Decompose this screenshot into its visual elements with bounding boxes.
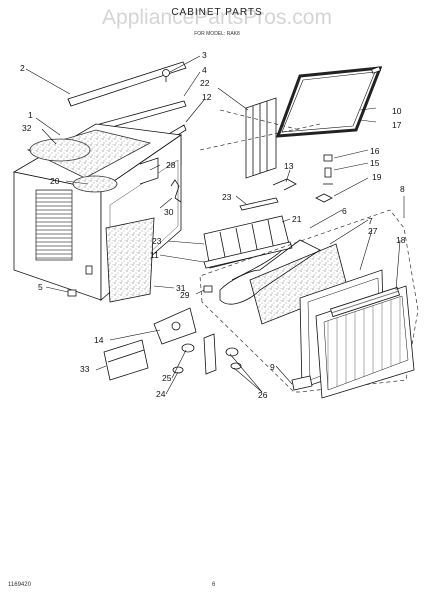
part-bar-23-upper [239,197,279,211]
part-knob-25 [181,343,195,353]
callout-10: 10 [392,106,402,116]
part-clip-19 [315,193,333,203]
callout-24: 24 [156,389,166,399]
callout-31: 31 [176,283,186,293]
leader-lines [25,55,405,395]
part-control-bracket [153,307,197,345]
watermark: AppliancePartsPros.com [102,6,332,29]
part-screw-5 [67,289,77,297]
part-air-baffle [203,215,293,269]
callout-6: 6 [342,206,347,216]
part-screw-15 [323,167,333,185]
part-filter-pad [29,138,91,162]
callout-17: 17 [392,120,402,130]
part-top-rail [67,61,187,107]
callout-23-upper: 23 [222,192,232,202]
callout-32: 32 [22,123,32,133]
part-bracket-28 [139,157,159,185]
part-side-grille [105,217,155,303]
callout-12: 12 [202,92,212,102]
callout-19: 19 [372,172,382,182]
callout-5: 5 [38,282,43,292]
part-filter-frame [219,239,321,305]
callout-11: 11 [150,250,159,260]
callout-2: 2 [20,63,25,73]
part-curtain-frame [275,66,383,138]
callout-16: 16 [370,146,380,156]
callout-1: 1 [28,110,33,120]
callout-27: 27 [368,226,378,236]
callout-23-lower: 23 [152,236,162,246]
part-screw-16 [323,154,333,162]
callout-14: 14 [94,335,104,345]
page-number: 6 [212,582,216,588]
callout-26: 26 [258,390,268,400]
callout-8: 8 [400,184,405,194]
part-side-curtain [245,97,277,179]
callout-22: 22 [200,78,210,88]
callout-28: 28 [166,160,176,170]
part-bracket-13 [272,178,297,191]
diagram-title: CABINET PARTS [171,7,263,18]
callout-25: 25 [162,373,172,383]
callout-3: 3 [202,50,207,60]
part-screw-29 [203,285,213,293]
part-clip-30 [170,179,182,203]
callout-20: 20 [50,176,60,186]
part-label-card [103,339,149,381]
callout-15: 15 [370,158,380,168]
footer-code: 1169420 [8,582,31,588]
callout-9: 9 [270,362,275,372]
part-bracket-26 [203,333,242,375]
callout-18: 18 [396,235,406,245]
front-panel-group-outline [199,209,419,393]
part-front-grille [315,285,415,399]
callout-labels: 2 3 4 22 12 1 32 28 20 30 10 17 16 15 19… [20,50,406,400]
callout-4: 4 [202,65,207,75]
callout-13: 13 [284,161,294,171]
part-insulation [72,175,118,193]
callout-30: 30 [164,207,174,217]
callout-7: 7 [368,216,373,226]
callout-21: 21 [292,214,302,224]
callout-33: 33 [80,364,90,374]
callout-29: 29 [180,290,190,300]
part-screw-3 [162,69,170,82]
diagram-subtitle: FOR MODEL: RAK8 [194,31,240,37]
part-bottom-strip [291,375,313,391]
